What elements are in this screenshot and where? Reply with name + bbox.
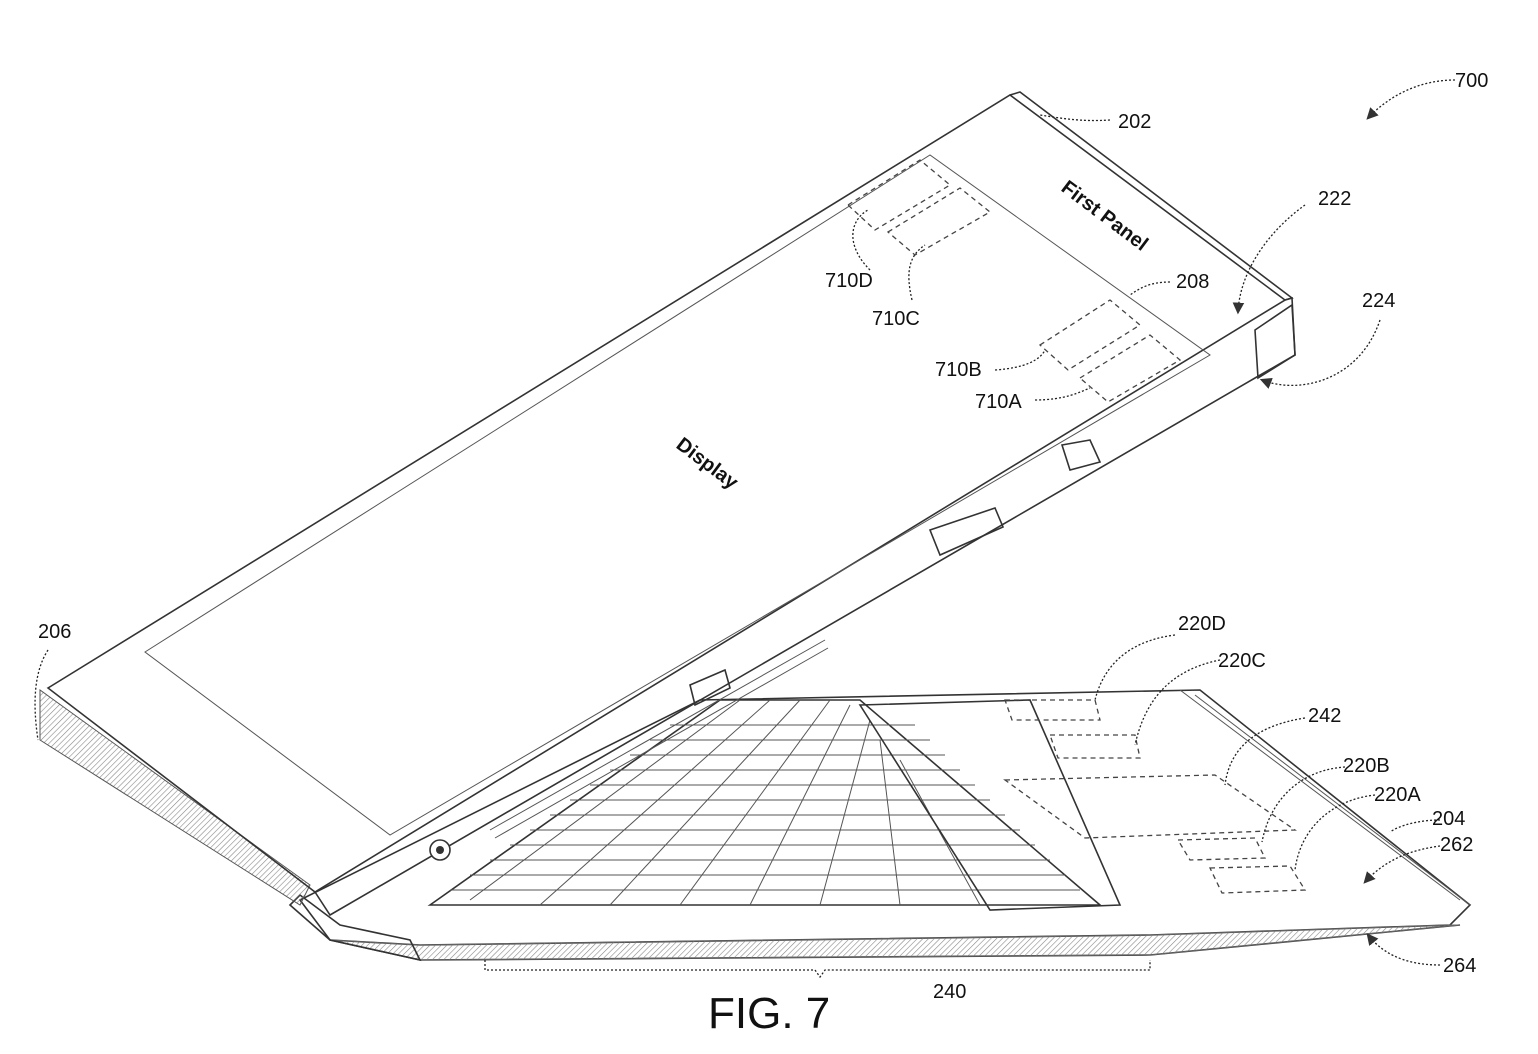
component-710A [1078, 334, 1182, 403]
figure-caption: FIG. 7 [708, 989, 830, 1038]
display-text: Display [672, 433, 743, 494]
label-240: 240 [933, 981, 966, 1003]
label-710B: 710B [935, 359, 982, 381]
component-220A [1208, 865, 1307, 894]
label-202: 202 [1118, 111, 1151, 133]
label-220C: 220C [1218, 650, 1266, 672]
keyboard-base [288, 689, 1472, 962]
label-710A: 710A [975, 391, 1022, 413]
component-710B [1038, 299, 1142, 371]
label-204: 204 [1432, 808, 1465, 830]
label-700: 700 [1455, 70, 1488, 92]
label-208: 208 [1176, 271, 1209, 293]
leader-lines [34, 79, 1456, 979]
first-panel-text: First Panel [1057, 176, 1152, 255]
label-710C: 710C [872, 308, 920, 330]
label-262: 262 [1440, 834, 1473, 856]
component-220B [1176, 837, 1267, 861]
label-224: 224 [1362, 290, 1395, 312]
label-242: 242 [1308, 705, 1341, 727]
component-710C [886, 187, 992, 256]
label-264: 264 [1443, 955, 1476, 977]
label-710D: 710D [825, 270, 873, 292]
component-220D [1004, 699, 1101, 721]
reference-labels: 700 202 222 224 208 710D 710C 710B 710A … [38, 70, 1488, 1038]
component-242 [1003, 774, 1297, 839]
label-220A: 220A [1374, 784, 1421, 806]
label-206: 206 [38, 621, 71, 643]
keyboard-keys [427, 699, 1122, 911]
label-220D: 220D [1178, 613, 1226, 635]
component-710D [846, 159, 952, 231]
label-220B: 220B [1343, 755, 1390, 777]
component-220C [1049, 734, 1141, 759]
label-222: 222 [1318, 188, 1351, 210]
